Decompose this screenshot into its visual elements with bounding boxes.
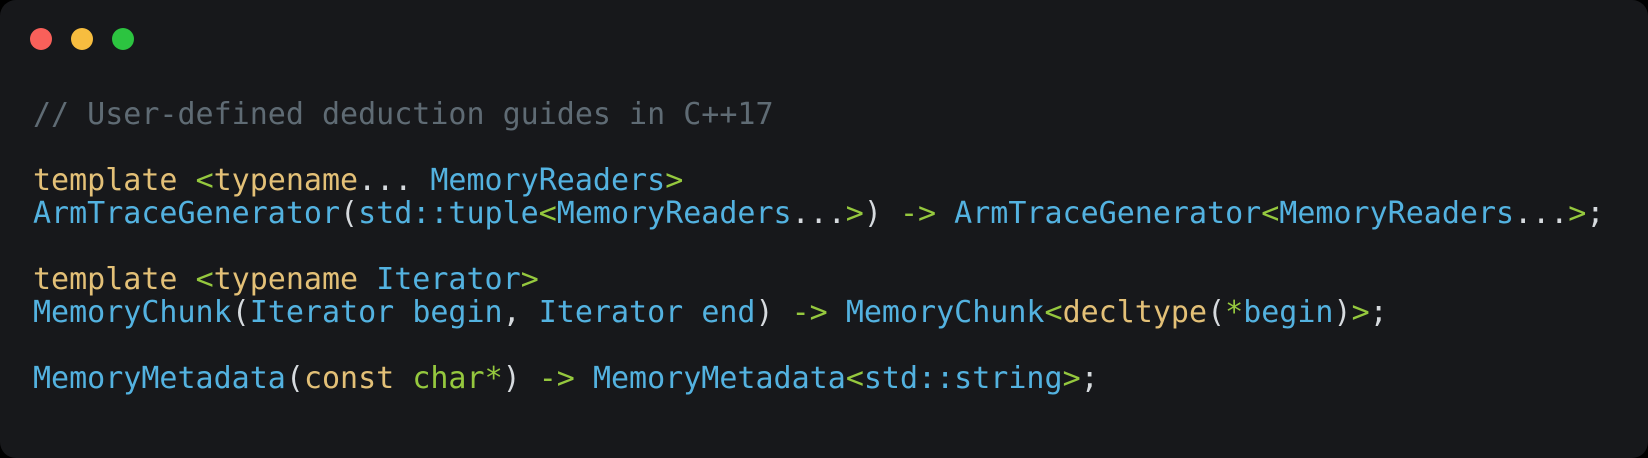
code-token-operator: > [1062,361,1081,396]
code-token-plain: ) [1333,295,1352,330]
close-button[interactable] [30,28,52,50]
code-token-plain [178,163,196,198]
code-token-plain [394,295,412,330]
code-editor[interactable]: // User-defined deduction guides in C++1… [33,98,1628,395]
code-token-type: ArmTraceGenerator [33,196,341,231]
minimize-button[interactable] [71,28,93,50]
code-token-operator: < [538,196,557,231]
code-token-type: begin [1243,295,1334,330]
code-token-type: Iterator [538,295,684,330]
code-token-type: end [701,295,756,330]
code-token-type: Iterator [376,262,521,297]
code-token-keyword: template [33,262,178,297]
code-token-plain [683,295,701,330]
code-token-operator: * [484,361,503,396]
code-token-operator: -> [791,295,828,330]
zoom-button[interactable] [112,28,134,50]
code-token-plain [394,361,412,396]
code-token-plain [828,295,846,330]
code-line [33,131,1628,164]
code-token-plain: ; [1369,295,1388,330]
code-token-keyword: template [33,163,178,198]
code-token-type: MemoryMetadata [33,361,286,396]
code-token-plain: , [502,295,539,330]
code-token-type: begin [412,295,503,330]
code-line: template <typename Iterator> [33,263,1628,296]
code-token-type: MemoryChunk [845,295,1045,330]
code-token-comment: // User-defined deduction guides in C++1… [33,97,774,132]
code-token-plain [575,361,593,396]
code-line: // User-defined deduction guides in C++1… [33,98,1628,131]
code-token-operator: -> [538,361,575,396]
code-token-type: MemoryMetadata [592,361,846,396]
code-token-operator: < [1044,295,1063,330]
code-token-type: Iterator [249,295,395,330]
code-token-plain: ... [358,163,431,198]
code-token-operator: > [665,163,684,198]
code-token-plain: ... [1514,196,1569,231]
code-line [33,230,1628,263]
code-token-plain: ; [1586,196,1605,231]
code-token-operator: < [195,262,214,297]
code-line [33,329,1628,362]
code-token-plain: ; [1080,361,1099,396]
code-token-plain: ( [340,196,359,231]
code-token-plain: ( [1207,295,1226,330]
window-titlebar [30,28,134,50]
code-token-type: MemoryChunk [33,295,232,330]
code-token-plain [936,196,954,231]
code-line: MemoryMetadata(const char*) -> MemoryMet… [33,362,1628,395]
code-token-keyword: typename [213,163,359,198]
code-token-keyword: typename [213,262,359,297]
code-token-plain: ) [502,361,539,396]
code-line: template <typename... MemoryReaders> [33,164,1628,197]
code-token-plain: ( [285,361,304,396]
code-token-operator: > [845,196,864,231]
code-token-operator: > [1351,295,1370,330]
code-token-keyword: const [303,361,395,396]
code-line: ArmTraceGenerator(std::tuple<MemoryReade… [33,197,1628,230]
code-token-plain [178,262,196,297]
code-token-keyword: decltype [1062,295,1208,330]
code-token-plain: ( [231,295,250,330]
code-token-operator: < [195,163,214,198]
code-token-operator: < [845,361,864,396]
code-token-type: MemoryReaders [556,196,792,231]
code-token-operator: > [520,262,539,297]
code-token-operator: > [1568,196,1587,231]
code-token-operator: * [1225,295,1244,330]
code-token-plain [358,262,376,297]
code-token-operator: -> [899,196,937,231]
code-line: MemoryChunk(Iterator begin, Iterator end… [33,296,1628,329]
code-token-plain: ) [863,196,900,231]
code-token-type: std::tuple [358,196,539,231]
code-token-plain: ) [755,295,792,330]
code-token-type: std::string [863,361,1063,396]
code-token-type: ArmTraceGenerator [954,196,1262,231]
code-token-builtin: char [412,361,485,396]
code-token-plain: ... [791,196,846,231]
code-token-operator: < [1261,196,1280,231]
code-token-type: MemoryReaders [1279,196,1515,231]
code-token-type: MemoryReaders [430,163,666,198]
